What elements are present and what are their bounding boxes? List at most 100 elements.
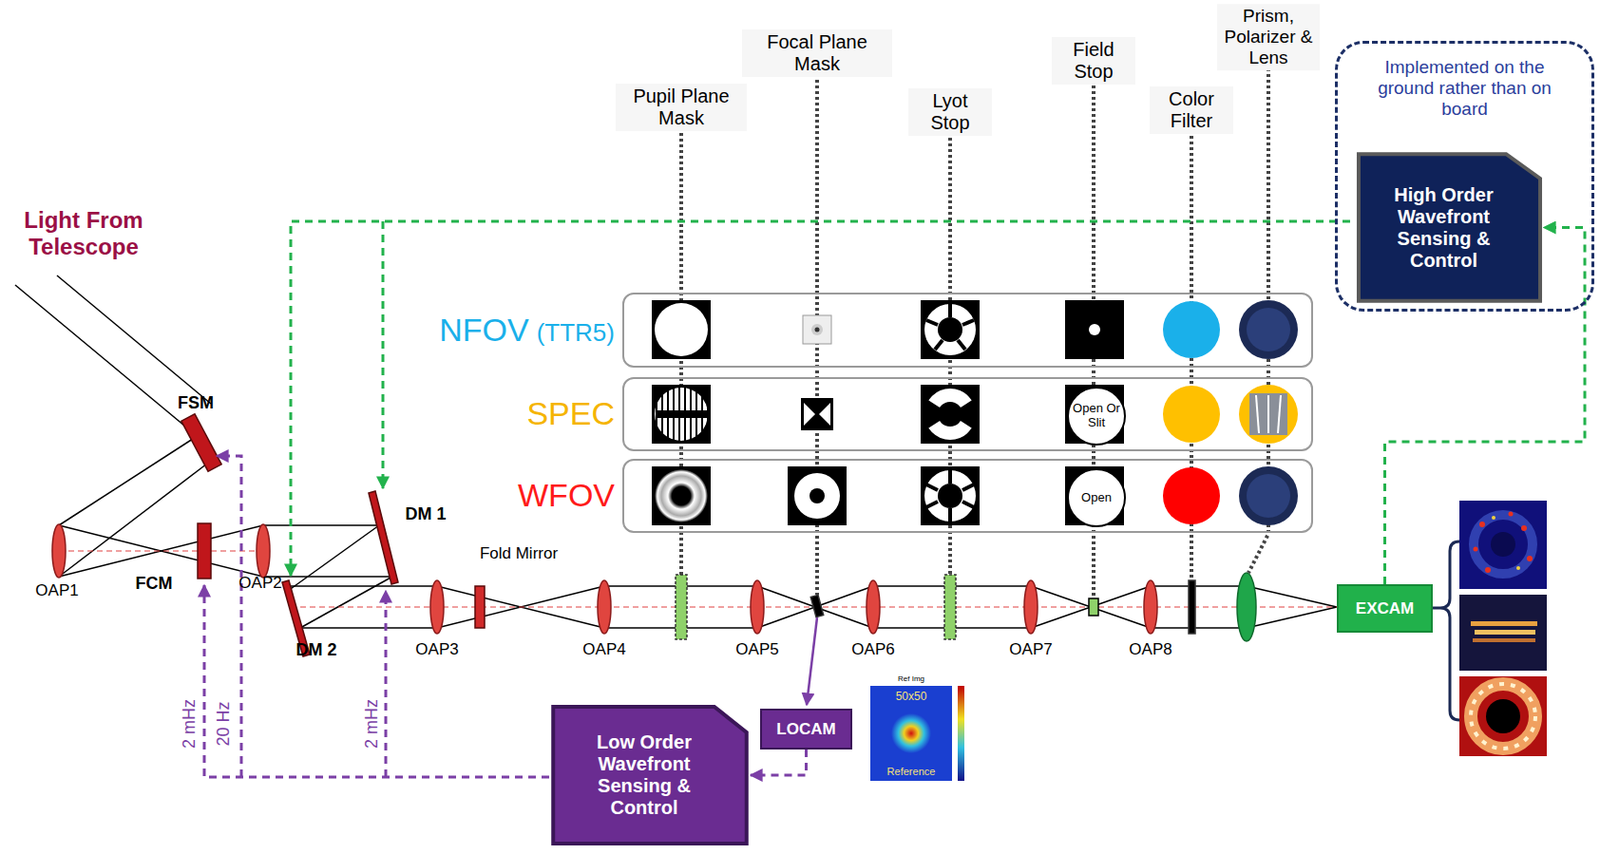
excam-images bbox=[1491, 515, 1521, 571]
field-stop-circle: Open Or Slit bbox=[1066, 386, 1126, 446]
wfov-masks bbox=[926, 501, 938, 508]
box-text: Implemented on the ground rather than on… bbox=[1366, 57, 1563, 120]
control-line bbox=[381, 221, 385, 489]
excam-images bbox=[1516, 566, 1521, 571]
excam-images bbox=[1479, 521, 1486, 528]
light-beam bbox=[263, 575, 393, 578]
excam-images bbox=[1521, 525, 1527, 532]
mirror bbox=[181, 414, 222, 472]
control-connector bbox=[750, 749, 807, 776]
nfov-masks bbox=[957, 340, 966, 350]
light-beam bbox=[1246, 586, 1337, 608]
excam-images bbox=[1491, 515, 1496, 520]
mode-band: SPECOpen Or Slit bbox=[622, 377, 1314, 452]
process-box: LOCAM bbox=[760, 708, 853, 750]
light-beam bbox=[58, 525, 264, 577]
part-label: FCM bbox=[135, 573, 173, 594]
part-label: OAP8 bbox=[1128, 640, 1172, 660]
part-label: Ref Img bbox=[897, 674, 925, 684]
spec-masks bbox=[819, 402, 831, 426]
mirror bbox=[197, 523, 211, 579]
light-beam bbox=[58, 437, 196, 526]
spec-masks bbox=[1162, 385, 1220, 443]
wfov-masks bbox=[926, 470, 974, 522]
mask-element bbox=[1237, 572, 1257, 642]
excam-images bbox=[1473, 547, 1479, 553]
light-beam bbox=[1030, 586, 1151, 629]
nfov-masks bbox=[920, 300, 980, 360]
nfov-masks bbox=[1088, 323, 1101, 336]
excam-images bbox=[1473, 514, 1533, 574]
spec-masks bbox=[950, 397, 977, 432]
light-beam bbox=[57, 275, 211, 404]
control-line bbox=[204, 221, 1351, 778]
part-label: Lyot Stop bbox=[908, 88, 992, 136]
control-line bbox=[290, 221, 1351, 576]
spec-masks bbox=[1277, 395, 1281, 434]
box-outline bbox=[552, 706, 747, 844]
part-label: 20 Hz bbox=[213, 701, 234, 746]
excam-images bbox=[1470, 621, 1538, 627]
control-line bbox=[204, 585, 550, 778]
spec-masks bbox=[1249, 393, 1288, 436]
oap-lens bbox=[52, 524, 66, 578]
part-label: Color Filter bbox=[1149, 86, 1234, 134]
mode-band: NFOV(TTR5) bbox=[622, 292, 1314, 368]
part-label: Reference bbox=[887, 765, 936, 779]
light-beam bbox=[58, 525, 264, 577]
optical-axis bbox=[58, 551, 264, 553]
mirror bbox=[181, 414, 485, 657]
wfov-masks bbox=[794, 473, 840, 519]
part-label: 50x50 bbox=[895, 690, 928, 705]
part-label: 2 mHz bbox=[179, 699, 200, 749]
node-content: Implemented on the ground rather than on… bbox=[1337, 43, 1592, 134]
excam-images bbox=[1485, 699, 1521, 734]
excam-images bbox=[1472, 638, 1536, 643]
part-label: Fold Mirror bbox=[479, 544, 558, 564]
mode-name: NFOV bbox=[438, 311, 529, 349]
part-label: DM 2 bbox=[295, 640, 337, 661]
part-label: Focal Plane Mask bbox=[742, 29, 893, 77]
part-label: FSM bbox=[177, 393, 214, 414]
node-content: LOCAM bbox=[761, 710, 851, 748]
light-beam bbox=[15, 285, 191, 431]
spec-masks bbox=[1256, 395, 1281, 434]
spec-masks bbox=[800, 398, 834, 431]
locam-image bbox=[870, 685, 953, 781]
excam-images bbox=[1459, 500, 1547, 590]
mask-element bbox=[944, 574, 956, 640]
node-content: Open Or Slit bbox=[1068, 388, 1124, 444]
oap-lens bbox=[1143, 580, 1158, 634]
mask-element bbox=[1088, 598, 1099, 616]
mode-label: SPEC bbox=[526, 395, 615, 433]
light-beam bbox=[287, 525, 380, 591]
light-beam bbox=[1246, 607, 1337, 629]
part-label: OAP3 bbox=[415, 640, 458, 660]
mask-element bbox=[810, 594, 823, 617]
wfov-masks bbox=[937, 483, 963, 509]
nfov-masks bbox=[815, 327, 820, 333]
oap-lens bbox=[256, 524, 270, 578]
spec-masks bbox=[1256, 395, 1259, 434]
excam-images bbox=[1470, 684, 1536, 749]
nfov-masks bbox=[937, 317, 963, 343]
part-label: OAP6 bbox=[851, 640, 895, 660]
nfov-masks bbox=[962, 320, 974, 325]
excam-images bbox=[1508, 512, 1514, 517]
process-box: High Order Wavefront Sensing & Control bbox=[1354, 151, 1544, 305]
excam-images bbox=[1432, 500, 1547, 757]
part-label: OAP5 bbox=[735, 640, 779, 660]
nfov-masks bbox=[1065, 300, 1124, 360]
light-beam bbox=[1150, 627, 1247, 629]
mode-name: SPEC bbox=[526, 395, 615, 433]
wfov-masks bbox=[962, 501, 974, 508]
mask-element bbox=[1188, 580, 1196, 634]
pickoff-arrow bbox=[806, 617, 818, 705]
part-label: Light From Telescope bbox=[12, 207, 155, 260]
control-line bbox=[384, 590, 388, 778]
light-beam bbox=[1030, 586, 1151, 629]
nfov-masks bbox=[802, 315, 832, 344]
part-label: OAP2 bbox=[238, 573, 282, 593]
excam-images bbox=[1474, 629, 1536, 635]
locam-image bbox=[882, 704, 940, 762]
